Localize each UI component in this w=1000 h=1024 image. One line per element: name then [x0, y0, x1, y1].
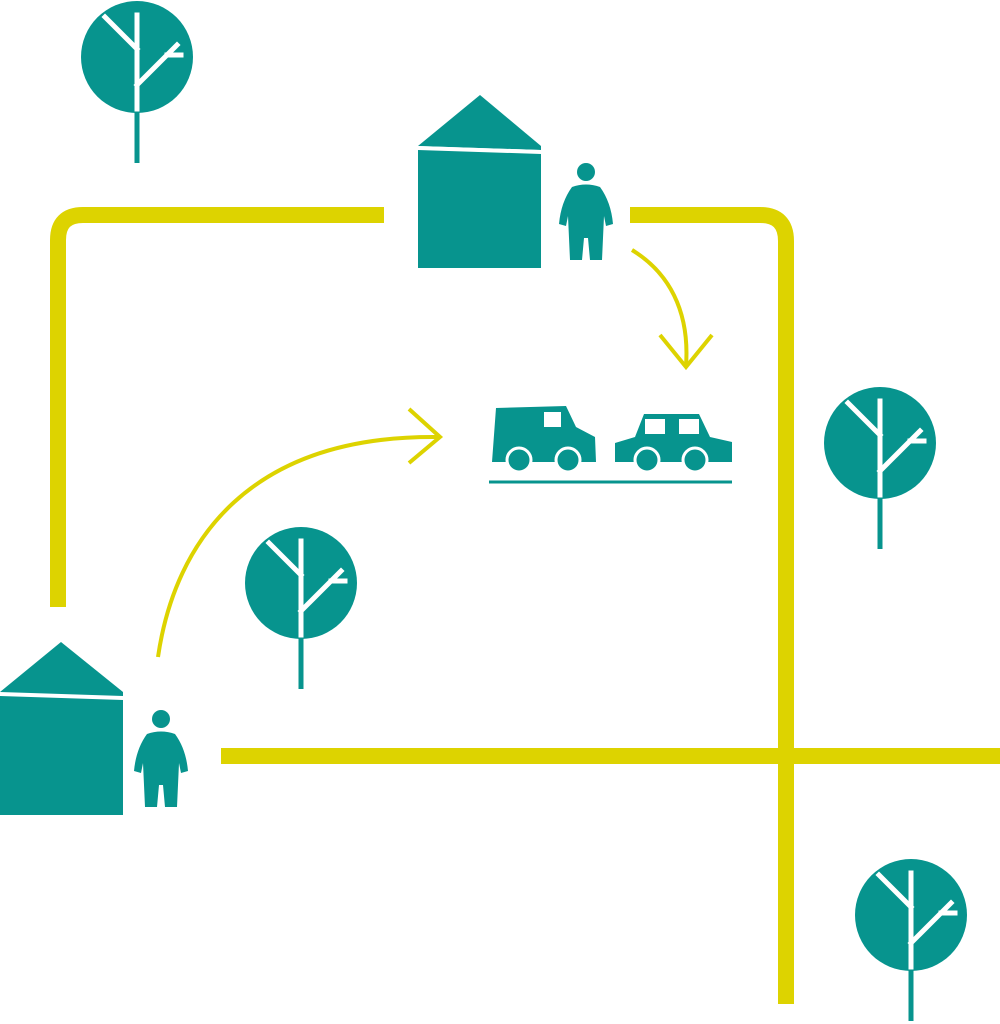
person-icon: [134, 710, 188, 807]
arrow-icon: [630, 248, 714, 371]
tree-icon: [824, 387, 936, 549]
tree-icon: [855, 859, 967, 1021]
arrow-icon: [156, 407, 444, 658]
house-icon: [0, 642, 123, 815]
truck-icon: [492, 406, 596, 474]
house-icon: [418, 95, 541, 268]
tree-icon: [245, 527, 357, 689]
person-icon: [559, 163, 613, 260]
tree-icon: [81, 1, 193, 163]
road-upper-left: [50, 207, 384, 607]
car-icon: [615, 414, 732, 474]
road-upper-right: [630, 207, 794, 1004]
roads: [50, 207, 1000, 1004]
